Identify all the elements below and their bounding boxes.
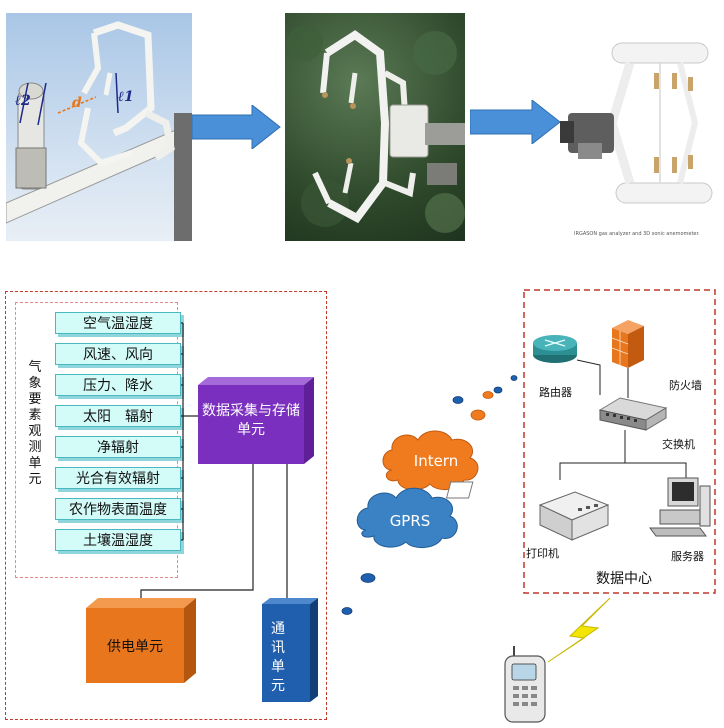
- sensor-wind: 风速、风向: [55, 343, 181, 365]
- field-instrument-graphic: [287, 25, 465, 233]
- right-arrow-1: [192, 105, 281, 149]
- router-icon: [533, 335, 577, 363]
- sensor-photo-3: IRGASON gas analyzer and 3D sonic anemom…: [560, 13, 718, 241]
- comm-unit-box: [262, 598, 318, 702]
- sensor-crop-surface-temp: 农作物表面温度: [55, 498, 181, 520]
- printer-icon: [445, 481, 610, 541]
- right-arrow-2: [470, 100, 561, 144]
- server-label: 服务器: [671, 550, 704, 563]
- d-label: d: [72, 95, 82, 111]
- station-frame: [5, 291, 327, 720]
- sensor-sketch-graphic: [6, 21, 192, 241]
- switch-icon: [598, 397, 668, 431]
- sensor-solar-radiation: 太阳 辐射: [55, 405, 181, 427]
- lightning-icon: [547, 597, 611, 663]
- server-icon: [649, 477, 711, 537]
- l1-label: ℓ1: [118, 89, 134, 105]
- sensor-air-temp-humidity: 空气温湿度: [55, 312, 181, 334]
- observation-unit-title: 气象要素观测单元: [28, 360, 42, 487]
- acquisition-unit-box: [198, 377, 314, 464]
- sensor-pressure-rain: 压力、降水: [55, 374, 181, 396]
- switch-label: 交换机: [662, 438, 695, 451]
- data-center-title: 数据中心: [596, 571, 652, 587]
- sensor-net-radiation: 净辐射: [55, 436, 181, 458]
- sensor-photo-1: ℓ2 d ℓ1: [6, 13, 192, 241]
- acquisition-unit-label: 数据采集与存储单元: [202, 403, 300, 438]
- power-unit-box: [86, 598, 196, 683]
- data-center-frame: [523, 289, 716, 594]
- mobile-phone-icon: [504, 646, 546, 723]
- sensor-photo-2: [285, 13, 465, 241]
- gprs-label: GPRS: [389, 512, 431, 530]
- internet-cloud: [382, 430, 479, 491]
- printer-label: 打印机: [526, 547, 559, 560]
- l2-label: ℓ2: [15, 93, 31, 109]
- internet-label: Intern: [413, 452, 459, 470]
- comm-unit-label: 通讯单元: [271, 621, 285, 694]
- firewall-label: 防火墙: [669, 379, 702, 392]
- gprs-cloud: [356, 487, 458, 548]
- power-unit-label: 供电单元: [107, 639, 163, 655]
- irgason-graphic: [560, 42, 713, 204]
- sensor-par: 光合有效辐射: [55, 467, 181, 489]
- router-label: 路由器: [539, 386, 572, 399]
- sensor-soil-temp-humidity: 土壤温湿度: [55, 529, 181, 551]
- firewall-icon: [611, 320, 644, 368]
- photo-caption: IRGASON gas analyzer and 3D sonic anemom…: [574, 231, 700, 237]
